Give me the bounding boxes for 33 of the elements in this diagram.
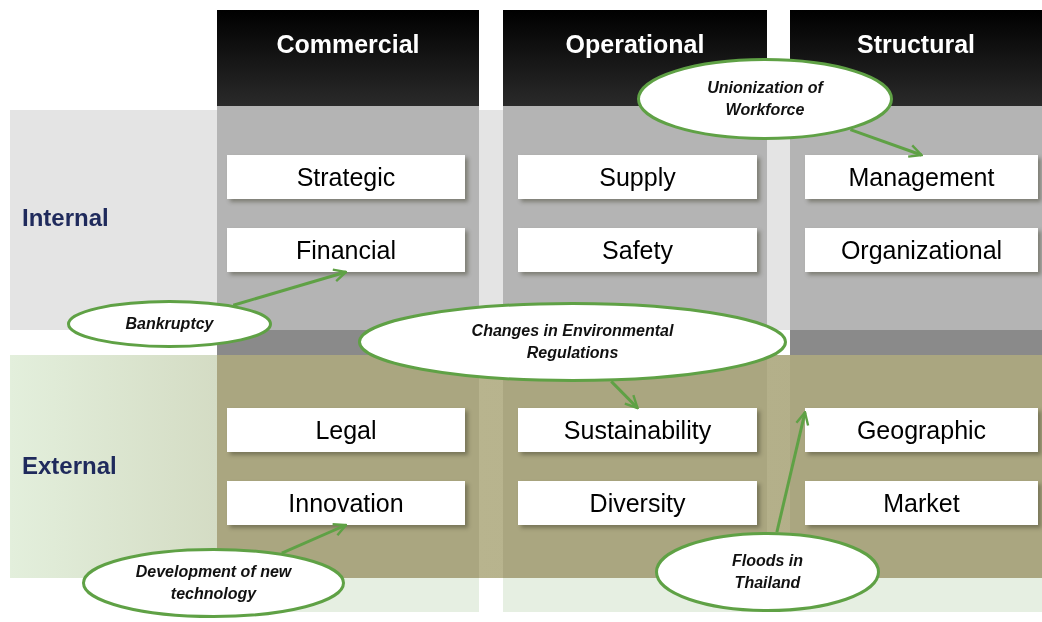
risk-category-card: Sustainability bbox=[518, 408, 757, 452]
column-title: Structural bbox=[855, 30, 977, 59]
callout-text: Bankruptcy bbox=[125, 314, 214, 335]
risk-category-card: Safety bbox=[518, 228, 757, 272]
risk-category-card: Strategic bbox=[227, 155, 465, 199]
column-title: Commercial bbox=[275, 30, 421, 59]
risk-category-card: Geographic bbox=[805, 408, 1038, 452]
callout-tooltip bbox=[67, 300, 272, 348]
risk-category-card: Financial bbox=[227, 228, 465, 272]
risk-category-card: Management bbox=[805, 155, 1038, 199]
callout-text: Floods in Thailand bbox=[730, 551, 805, 593]
row-label: Internal bbox=[22, 204, 109, 232]
column-title: Operational bbox=[564, 30, 706, 59]
callout-text: Development of new technology bbox=[134, 562, 293, 604]
callout-tooltip bbox=[358, 302, 787, 382]
row-label: External bbox=[22, 452, 117, 480]
risk-category-card: Market bbox=[805, 481, 1038, 525]
arrow bbox=[232, 268, 348, 307]
risk-category-card: Diversity bbox=[518, 481, 757, 525]
callout-text: Unionization of Workforce bbox=[706, 78, 825, 120]
arrow bbox=[610, 380, 639, 410]
callout-text: Changes in Environmental Regulations bbox=[470, 321, 675, 363]
callout-tooltip bbox=[82, 548, 345, 618]
callout-tooltip bbox=[655, 532, 880, 612]
column-header bbox=[217, 10, 479, 106]
risk-category-card: Legal bbox=[227, 408, 465, 452]
risk-category-card: Supply bbox=[518, 155, 757, 199]
arrow bbox=[281, 523, 348, 555]
risk-category-card: Organizational bbox=[805, 228, 1038, 272]
risk-category-card: Innovation bbox=[227, 481, 465, 525]
callout-tooltip bbox=[637, 58, 893, 140]
arrow bbox=[849, 128, 923, 158]
arrow bbox=[775, 411, 810, 533]
